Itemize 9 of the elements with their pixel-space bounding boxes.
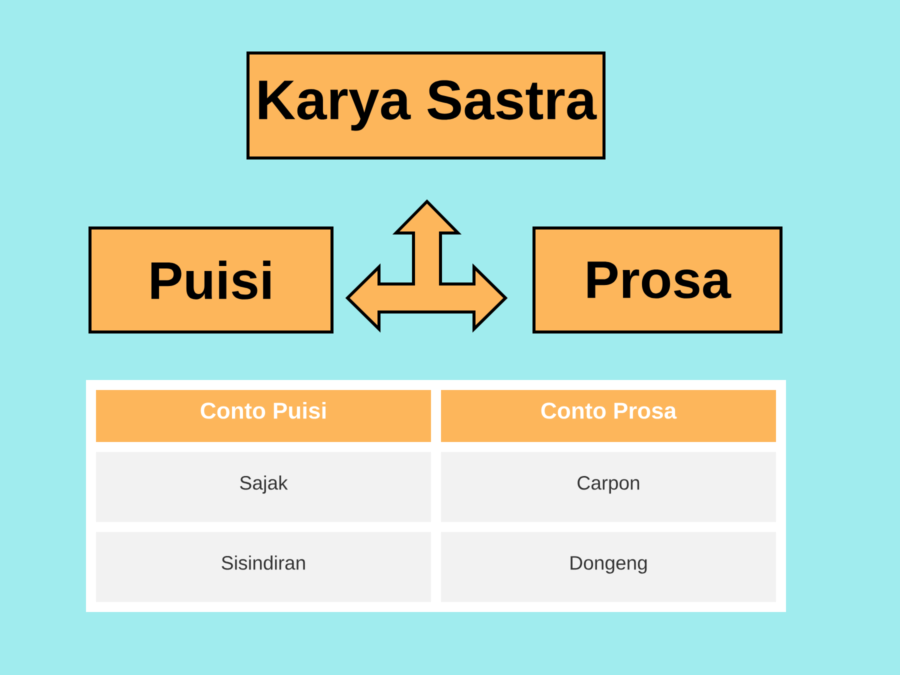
header-cell: Conto Puisi xyxy=(96,390,431,442)
table-cell: Sisindiran xyxy=(96,532,431,602)
concept-box: Prosa xyxy=(532,226,782,334)
table-cell: Dongeng xyxy=(441,532,776,602)
header-cell: Conto Prosa xyxy=(441,390,776,442)
concept-box: Karya Sastra xyxy=(246,52,606,160)
concept-box: Puisi xyxy=(88,226,334,334)
table-cell: Sajak xyxy=(96,452,431,522)
table-cell: Carpon xyxy=(441,452,776,522)
